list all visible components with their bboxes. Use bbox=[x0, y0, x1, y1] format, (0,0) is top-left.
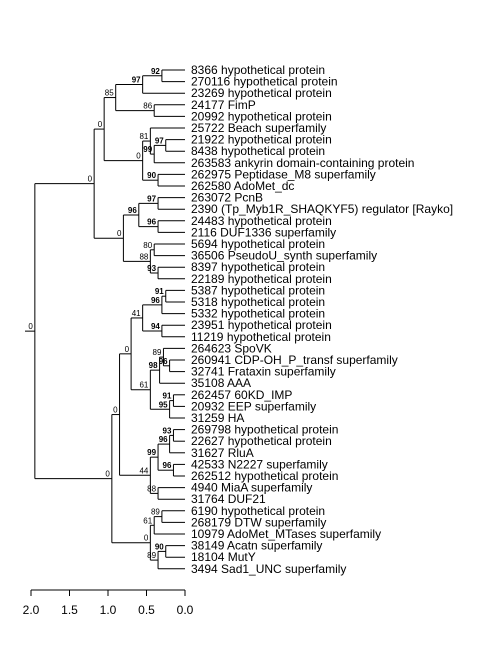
support-value: 89 bbox=[147, 551, 156, 560]
support-value: 44 bbox=[139, 466, 148, 475]
support-value: 95 bbox=[159, 400, 168, 409]
support-value: 96 bbox=[151, 296, 160, 305]
leaf-label: 23951 hypothetical protein bbox=[191, 318, 332, 332]
support-value: 41 bbox=[132, 309, 141, 318]
support-value: 80 bbox=[143, 241, 152, 250]
support-value: 90 bbox=[155, 542, 164, 551]
leaf-label: 2116 DUF1336 superfamily bbox=[191, 225, 336, 239]
leaf-label: 2390 (Tp_Myb1R_SHAQKYF5) regulator [Rayk… bbox=[191, 202, 453, 216]
leaf-label: 25722 Beach superfamily bbox=[191, 121, 326, 135]
leaf-label: 20992 hypothetical protein bbox=[191, 109, 332, 123]
leaf-label: 262975 Peptidase_M8 superfamily bbox=[191, 167, 376, 181]
leaf-label: 31764 DUF21 bbox=[191, 492, 266, 506]
leaf-label: 36506 PseudoU_synth superfamily bbox=[191, 249, 377, 263]
leaf-label: 5318 hypothetical protein bbox=[191, 295, 325, 309]
support-value: 99 bbox=[143, 145, 152, 154]
leaf-label: 22627 hypothetical protein bbox=[191, 434, 332, 448]
support-value: 89 bbox=[151, 508, 160, 517]
leaf-label: 264623 SpoVK bbox=[191, 341, 272, 355]
support-value: 0 bbox=[88, 175, 93, 184]
support-value: 92 bbox=[151, 67, 160, 76]
distance-scale-axis: 2.0 1.5 1.0 0.5 0.0 bbox=[23, 589, 194, 617]
support-value: 91 bbox=[163, 392, 172, 401]
leaf-label: 260941 CDP-OH_P_transf superfamily bbox=[191, 353, 398, 367]
support-value: 97 bbox=[155, 136, 164, 145]
support-value: 99 bbox=[147, 448, 156, 457]
support-value: 96 bbox=[159, 435, 168, 444]
leaf-label: 32741 Frataxin superfamily bbox=[191, 365, 336, 379]
support-value: 97 bbox=[132, 76, 141, 85]
support-value: 96 bbox=[147, 218, 156, 227]
leaf-label: 4940 MiaA superfamily bbox=[191, 481, 312, 495]
scale-tick-label: 0.5 bbox=[138, 603, 155, 617]
leaf-label: 270116 hypothetical protein bbox=[191, 75, 338, 89]
support-value: 85 bbox=[105, 89, 114, 98]
support-value: 88 bbox=[147, 484, 156, 493]
leaf-label: 262580 AdoMet_dc bbox=[191, 179, 294, 193]
scale-tick-label: 1.0 bbox=[100, 603, 117, 617]
leaf-label: 24177 FimP bbox=[191, 98, 256, 112]
support-value: 89 bbox=[153, 348, 162, 357]
leaf-label: 263583 ankyrin domain-containing protein bbox=[191, 156, 414, 170]
leaf-label: 268179 DTW superfamily bbox=[191, 515, 326, 529]
support-value: 61 bbox=[139, 381, 148, 390]
leaf-label: 6190 hypothetical protein bbox=[191, 504, 325, 518]
tree-branches bbox=[25, 69, 185, 570]
support-value: 96 bbox=[159, 357, 168, 366]
leaf-label: 8438 hypothetical protein bbox=[191, 144, 325, 158]
leaf-label: 35108 AAA bbox=[191, 376, 251, 390]
leaf-label: 262512 hypothetical protein bbox=[191, 469, 338, 483]
leaf-label: 42533 N2227 superfamily bbox=[191, 457, 328, 471]
support-value: 0 bbox=[136, 152, 141, 161]
leaf-label: 262457 60KD_IMP bbox=[191, 388, 292, 402]
leaf-label: 263072 PcnB bbox=[191, 191, 263, 205]
support-value: 0 bbox=[125, 345, 130, 354]
leaf-label: 31627 RluA bbox=[191, 446, 254, 460]
support-value: 0 bbox=[98, 120, 103, 129]
leaf-label: 269798 hypothetical protein bbox=[191, 423, 338, 437]
leaf-label: 5694 hypothetical protein bbox=[191, 237, 325, 251]
support-value: 98 bbox=[149, 361, 158, 370]
leaf-label: 31259 HA bbox=[191, 411, 244, 425]
support-value: 94 bbox=[151, 322, 160, 331]
leaf-label: 18104 MutY bbox=[191, 550, 256, 564]
leaf-label: 23269 hypothetical protein bbox=[191, 86, 332, 100]
leaf-label: 8397 hypothetical protein bbox=[191, 260, 325, 274]
leaf-label: 5332 hypothetical protein bbox=[191, 307, 325, 321]
support-value: 97 bbox=[147, 194, 156, 203]
leaf-label: 22189 hypothetical protein bbox=[191, 272, 332, 286]
support-value: 90 bbox=[147, 171, 156, 180]
support-value: 96 bbox=[163, 461, 172, 470]
support-value: 61 bbox=[143, 516, 152, 525]
scale-tick-label: 0.0 bbox=[177, 603, 194, 617]
leaf-label: 3494 Sad1_UNC superfamily bbox=[191, 562, 346, 576]
leaf-label: 24483 hypothetical protein bbox=[191, 214, 332, 228]
scale-tick-label: 1.5 bbox=[61, 603, 78, 617]
support-value: 86 bbox=[143, 102, 152, 111]
support-value: 0 bbox=[144, 534, 149, 543]
leaf-label: 38149 Acatn superfamily bbox=[191, 539, 322, 553]
leaf-label: 10979 AdoMet_MTases superfamily bbox=[191, 527, 381, 541]
support-value: 88 bbox=[139, 252, 148, 261]
support-value: 93 bbox=[163, 426, 172, 435]
support-value: 0 bbox=[28, 322, 33, 331]
support-value: 96 bbox=[128, 206, 137, 215]
leaf-label: 5387 hypothetical protein bbox=[191, 283, 325, 297]
leaf-label: 8366 hypothetical protein bbox=[191, 63, 325, 77]
support-value: 93 bbox=[147, 264, 156, 273]
support-value: 0 bbox=[113, 406, 118, 415]
support-value: 0 bbox=[105, 470, 110, 479]
support-value: 81 bbox=[139, 132, 148, 141]
leaf-label: 11219 hypothetical protein bbox=[191, 330, 331, 344]
support-values: 9297868597998190009796968093880091969441… bbox=[28, 67, 172, 560]
support-value: 91 bbox=[155, 287, 164, 296]
leaf-label: 20932 EEP superfamily bbox=[191, 399, 316, 413]
leaf-label: 21922 hypothetical protein bbox=[191, 133, 332, 147]
support-value: 0 bbox=[117, 229, 122, 238]
scale-tick-label: 2.0 bbox=[23, 603, 40, 617]
